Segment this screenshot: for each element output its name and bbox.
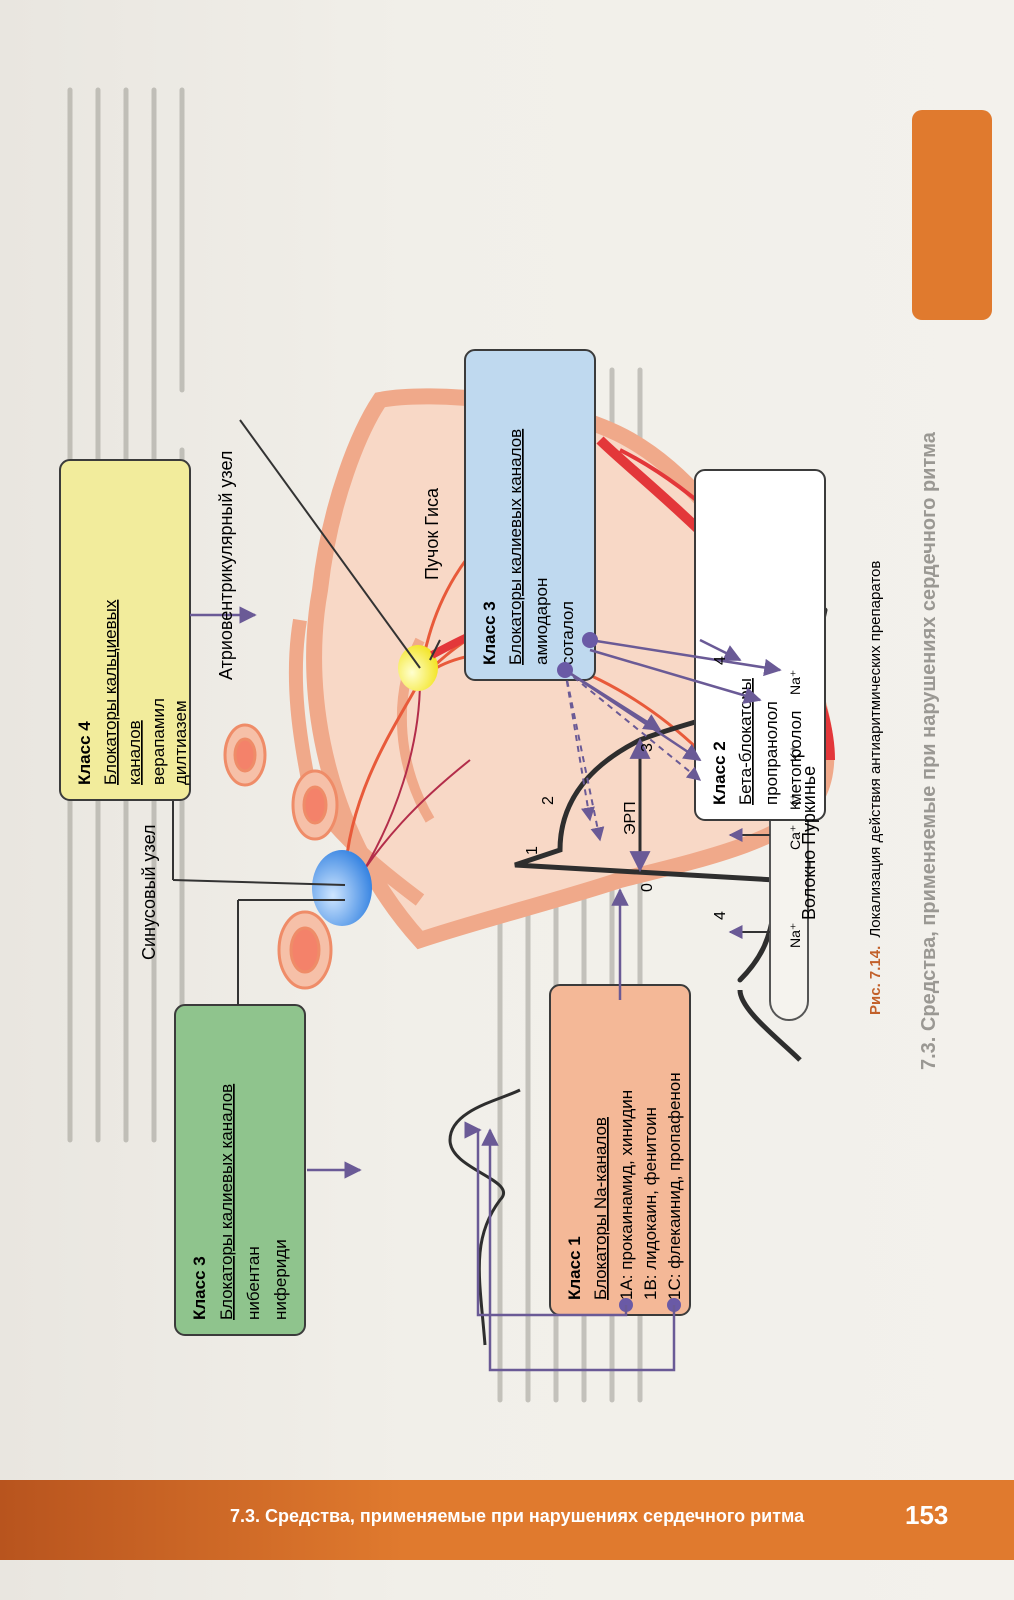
class3-atrial-box: Класс 3 Блокаторы калиевых каналов нибен… [174,1004,306,1336]
class2-title: Класс 2 [710,741,729,805]
class1-subtitle: Блокаторы Na-каналов [591,1117,610,1300]
page-footer: 7.3. Средства, применяемые при нарушения… [0,1480,1014,1560]
phase-3: 3 [639,743,656,752]
page-number: 153 [905,1500,949,1530]
class1-line-1a: 1А: прокаинамид, хинидин [617,1090,636,1300]
phase-2: 2 [540,796,557,805]
chapter-tab [912,110,992,320]
phase-4-left: 4 [712,911,729,920]
his-bundle-label: Пучок Гиса [422,487,442,580]
class2-subtitle: Бета-блокаторы [736,678,755,805]
class3-atrial-title: Класс 3 [190,1256,209,1320]
class4-subtitle-1: Блокаторы кальциевых [101,599,120,785]
class4-title: Класс 4 [75,721,94,785]
class1-line-1b: 1В: лидокаин, фенитоин [641,1107,660,1300]
ion-na-left: Na⁺ [787,923,803,948]
figure-caption: Рис. 7.14. Локализация действия антиарит… [867,561,884,1015]
class4-drug-1: верапамил [149,698,168,785]
class4-box: Класс 4 Блокаторы кальциевых каналов вер… [59,459,191,801]
class4-subtitle-2: каналов [125,720,144,785]
ion-k-1: K⁺ [787,793,803,810]
phase-4-right: 4 [712,656,729,665]
class4-drug-2: дилтиазем [171,700,190,785]
footer-running-title: 7.3. Средства, применяемые при нарушения… [230,1506,805,1526]
class3-ventricular-drug-1: амиодарон [532,578,551,665]
phase-1: 1 [524,846,541,855]
class1-line-1c: 1С: флекаинид, пропафенон [665,1072,684,1300]
class2-drug-1: пропранолол [762,701,781,805]
ion-na-right: Na⁺ [787,670,803,695]
class1-box: Класс 1 Блокаторы Na-каналов 1А: прокаин… [549,984,691,1316]
av-node-label: Атриовентрикулярный узел [216,451,236,680]
class3-ventricular-drug-2: соталол [558,601,577,665]
purkinje-fiber-label: Волокно Пуркинье [799,766,819,920]
side-running-header: 7.3. Средства, применяемые при нарушения… [918,431,940,1070]
class2-drug-2: метопролол [786,711,805,805]
av-node [398,645,438,691]
class3-ventricular-subtitle: Блокаторы калиевых каналов [506,429,525,665]
ion-k-2: K⁺ [787,745,803,762]
class3-ventricular-title: Класс 3 [480,601,499,665]
sinus-node-label: Синусовый узел [139,824,159,960]
ion-ca: Ca⁺ [787,825,803,850]
footer-bar [0,0,2,1600]
class2-box: Класс 2 Бета-блокаторы пропранолол метоп… [694,469,826,821]
phase-0: 0 [639,883,656,892]
class3-atrial-drug-1: нибентан [244,1246,263,1320]
drug-target-arrows [190,606,782,1372]
class3-atrial-subtitle: Блокаторы калиевых каналов [217,1084,236,1320]
class3-ventricular-box: Класс 3 Блокаторы калиевых каналов амиод… [464,349,596,681]
sinus-node [312,850,372,926]
erp-label: ЭРП [622,801,639,835]
class1-title: Класс 1 [565,1236,584,1300]
class3-atrial-drug-2: нифериди [271,1239,290,1320]
